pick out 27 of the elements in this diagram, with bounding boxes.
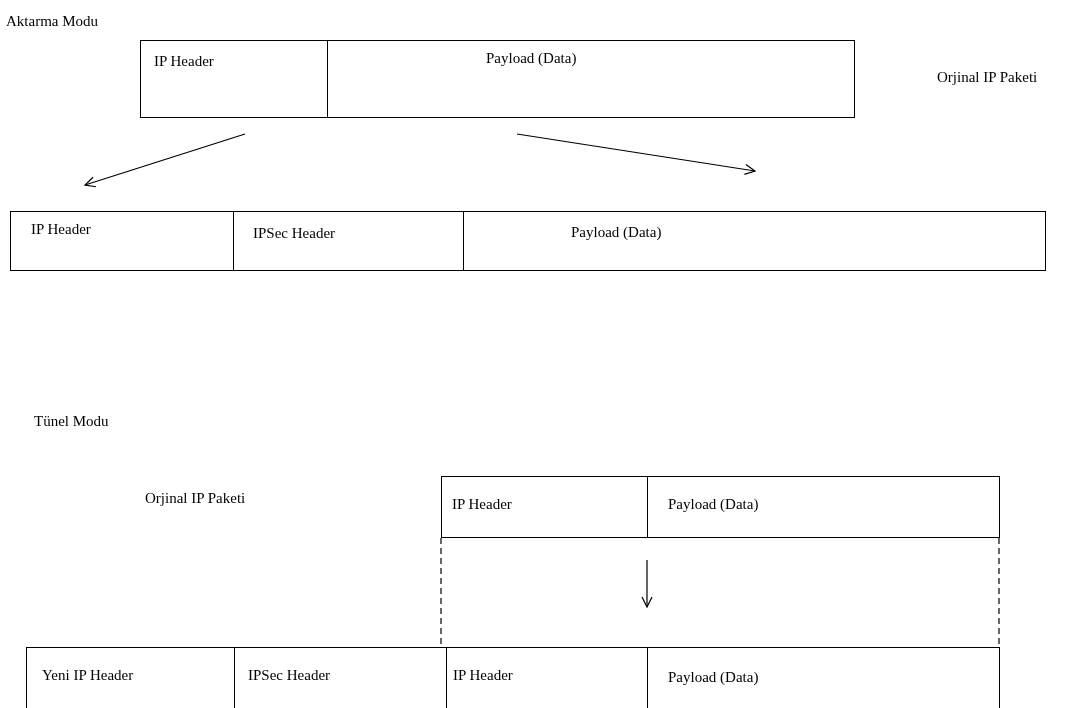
packet-caption: Orjinal IP Paketi (145, 489, 246, 508)
packet-field (647, 476, 1000, 538)
field-label: Payload (Data) (668, 668, 759, 687)
mode-heading: Tünel Modu (34, 412, 109, 431)
field-label: Payload (Data) (486, 49, 577, 68)
arrow (84, 133, 246, 188)
packet-caption: Orjinal IP Paketi (937, 68, 1038, 87)
arrow (516, 133, 756, 175)
packet-field (441, 476, 648, 538)
arrow (641, 559, 653, 608)
field-label: Yeni IP Header (42, 666, 134, 685)
field-label: IP Header (31, 220, 91, 239)
field-label: IP Header (453, 666, 513, 685)
packet-field (10, 211, 234, 271)
packet-field (233, 211, 464, 271)
field-label: Payload (Data) (668, 495, 759, 514)
field-label: Payload (Data) (571, 223, 662, 242)
packet-field (140, 40, 328, 118)
field-label: IPSec Header (253, 224, 336, 243)
packet-field (327, 40, 855, 118)
field-label: IPSec Header (248, 666, 331, 685)
packet-field (647, 647, 1000, 708)
packet-field (463, 211, 1046, 271)
field-label: IP Header (154, 52, 214, 71)
field-label: IP Header (452, 495, 512, 514)
mode-heading: Aktarma Modu (6, 12, 99, 31)
packet-field (26, 647, 235, 708)
